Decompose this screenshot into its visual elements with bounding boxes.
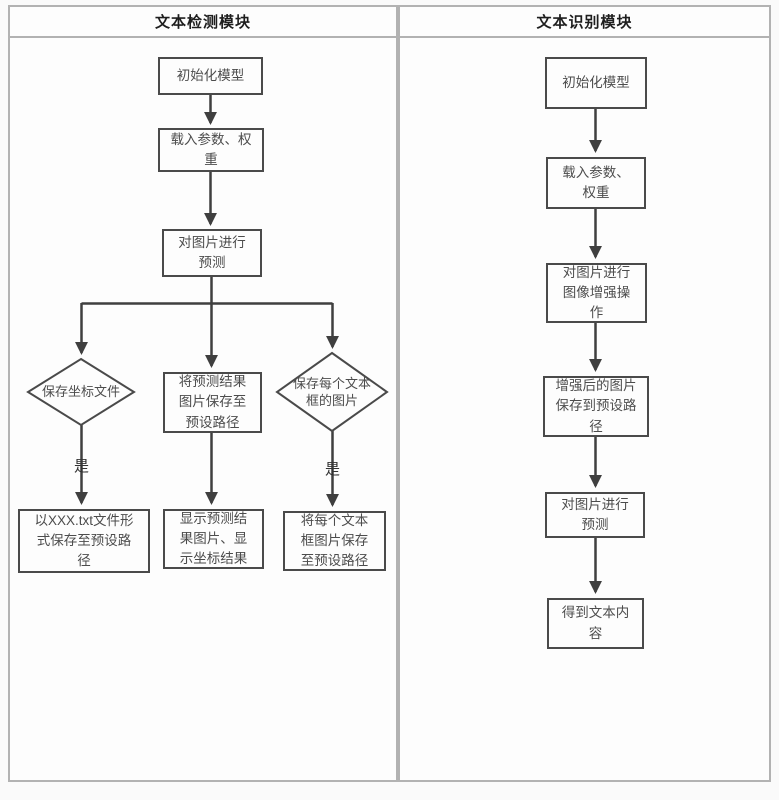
text-detection-title: 文本检测模块 xyxy=(10,7,396,38)
rec-node-save-enhanced: 增强后的图片 保存到预设路 径 xyxy=(543,376,649,437)
det-decision-save-boxes-label: 保存每个文本 框的图片 xyxy=(292,376,371,408)
det-node-save-txt: 以XXX.txt文件形 式保存至预设路 径 xyxy=(18,509,150,573)
det-decision-save-coords-label: 保存坐标文件 xyxy=(41,384,120,400)
rec-node-get-text: 得到文本内 容 xyxy=(547,598,644,649)
det-node-init-model: 初始化模型 xyxy=(158,57,263,95)
det-node-predict: 对图片进行 预测 xyxy=(162,229,262,277)
det-node-save-box-imgs: 将每个文本 框图片保存 至预设路径 xyxy=(283,511,386,571)
det-node-load-params: 载入参数、权 重 xyxy=(158,128,264,172)
text-recognition-title: 文本识别模块 xyxy=(400,7,769,38)
rec-node-init-model: 初始化模型 xyxy=(545,57,647,109)
yes-label-left: 是 xyxy=(73,458,89,475)
yes-label-right: 是 xyxy=(324,461,340,478)
rec-node-enhance: 对图片进行 图像增强操 作 xyxy=(546,263,647,323)
rec-node-load-params: 载入参数、 权重 xyxy=(546,157,646,209)
rec-node-predict: 对图片进行 预测 xyxy=(545,492,645,538)
det-node-show-results: 显示预测结 果图片、显 示坐标结果 xyxy=(163,509,264,569)
det-node-save-result-img: 将预测结果 图片保存至 预设路径 xyxy=(163,372,262,433)
